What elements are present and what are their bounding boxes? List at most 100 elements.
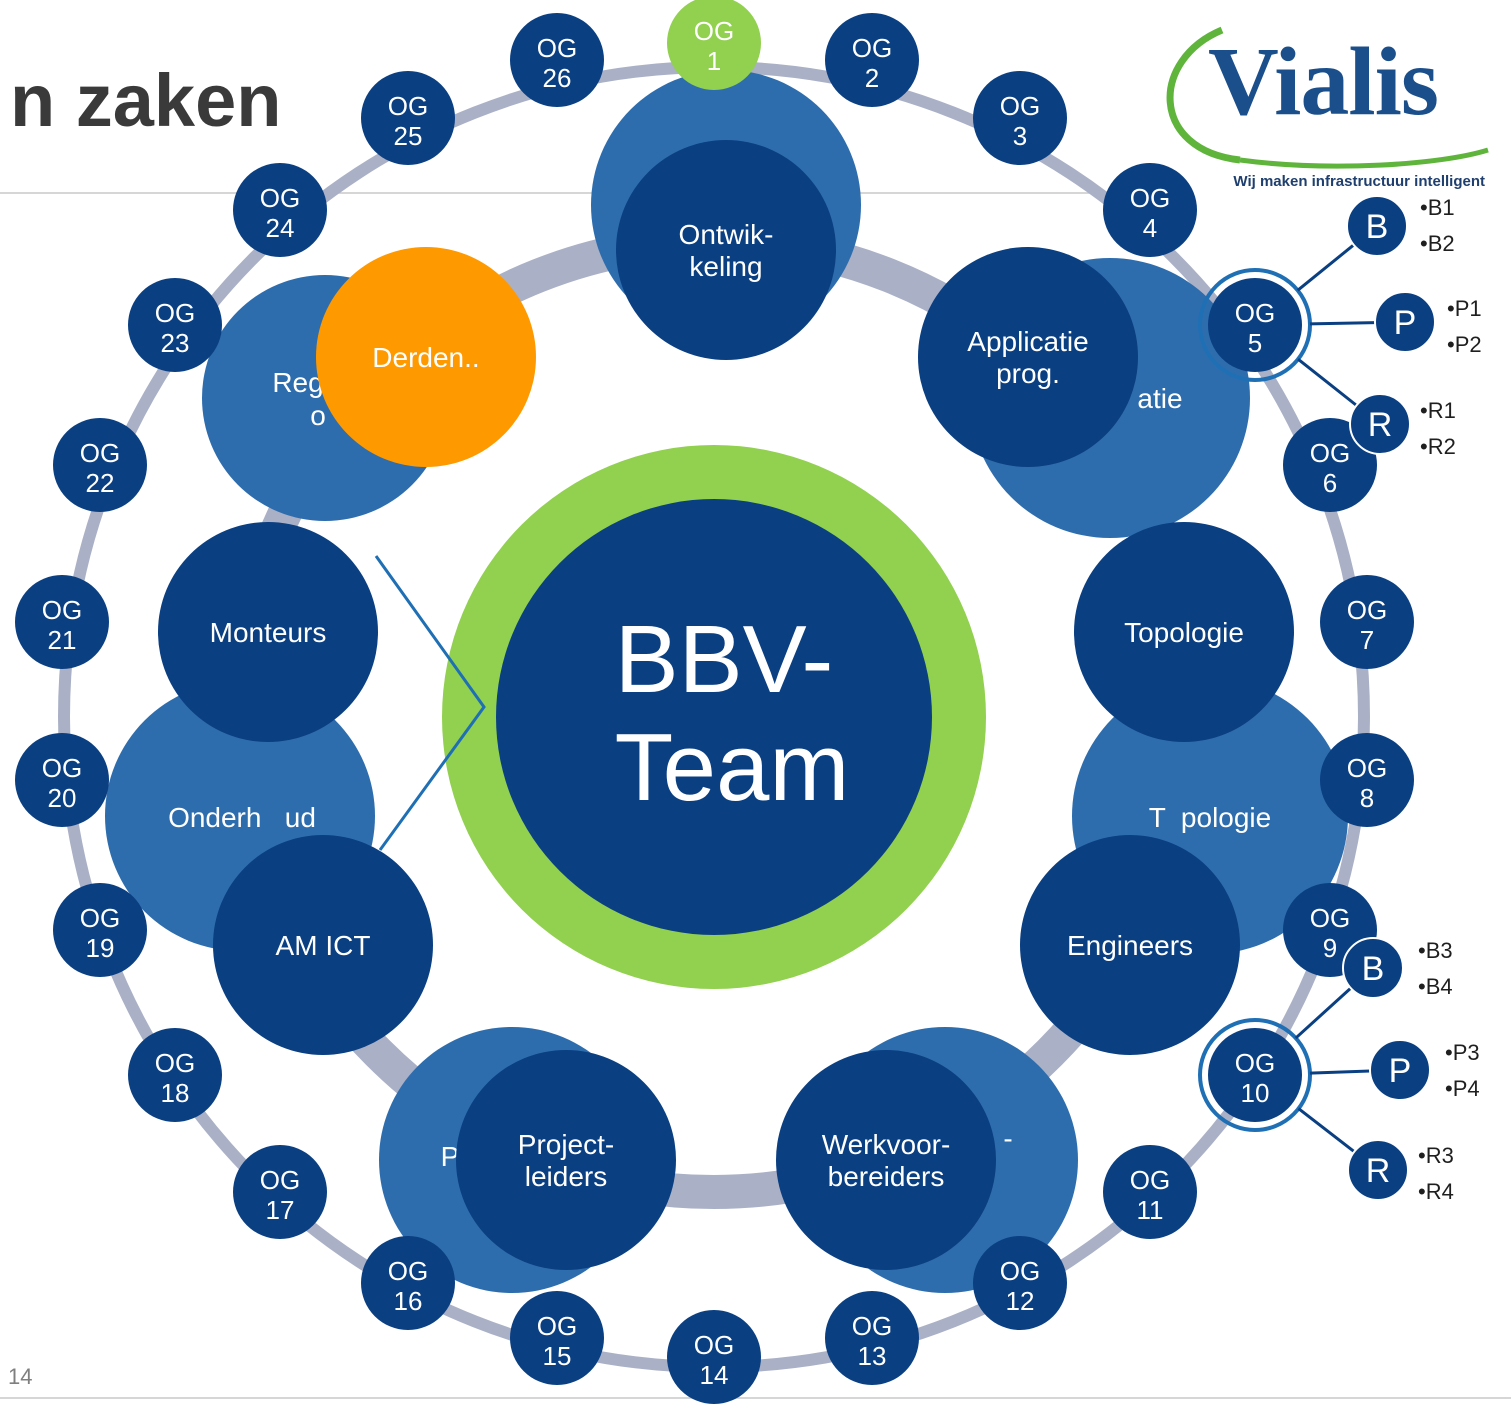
og-prefix: OG (1347, 595, 1387, 625)
team-projectleiders[interactable]: Project-leiders (456, 1050, 676, 1270)
og-number: 13 (858, 1341, 887, 1371)
og-circle (973, 71, 1067, 165)
og-prefix: OG (852, 33, 892, 63)
og-prefix: OG (42, 753, 82, 783)
og-number: 25 (394, 121, 423, 151)
team-label-werkvoorbereiders: bereiders (828, 1161, 945, 1192)
og-number: 7 (1360, 625, 1374, 655)
branch-connector (1297, 1107, 1356, 1153)
og-prefix: OG (260, 1165, 300, 1195)
og-node-7[interactable]: OG7 (1320, 575, 1414, 669)
team-am-ict[interactable]: AM ICT (213, 835, 433, 1055)
onderhoud-back-label: Onderh ud (168, 802, 316, 833)
og-circle (53, 418, 147, 512)
og-number: 20 (48, 783, 77, 813)
team-label-am-ict: AM ICT (276, 930, 371, 961)
og-circle (1320, 575, 1414, 669)
team-circle-applicatie (918, 247, 1138, 467)
branch-letter: P (1389, 1052, 1412, 1090)
branch-node-p[interactable]: P (1369, 1039, 1431, 1101)
og-node-1[interactable]: OG1 (667, 0, 761, 90)
og-node-8[interactable]: OG8 (1320, 733, 1414, 827)
og-node-2[interactable]: OG2 (825, 13, 919, 107)
og-circle (510, 13, 604, 107)
team-label-monteurs: Monteurs (210, 617, 327, 648)
topologie-back-label: T pologie (1149, 802, 1271, 833)
og-node-4[interactable]: OG4 (1103, 163, 1197, 257)
branch-bullet: •R4 (1418, 1179, 1454, 1204)
branch-node-r[interactable]: R (1349, 393, 1411, 455)
team-ontwikkeling[interactable]: Ontwik-keling (616, 140, 836, 360)
og-number: 4 (1143, 213, 1157, 243)
callout-outline (374, 555, 486, 851)
branch-letter: R (1366, 1152, 1391, 1190)
branch-node-r[interactable]: R (1347, 1139, 1409, 1201)
branch-bullet: •B1 (1420, 195, 1455, 220)
team-label-applicatie: Applicatie (967, 326, 1088, 357)
branch-node-b[interactable]: B (1342, 937, 1404, 999)
derden-circle[interactable] (316, 247, 536, 467)
og-node-5[interactable]: OG5 (1208, 278, 1302, 372)
branch-bullet: •P3 (1445, 1040, 1480, 1065)
og-number: 6 (1323, 468, 1337, 498)
branch-bullet: •R1 (1420, 398, 1456, 423)
logo-tagline: Wij maken infrastructuur intelligent (1233, 173, 1485, 190)
og-number: 15 (543, 1341, 572, 1371)
og-circle (1103, 163, 1197, 257)
projecten-back-label: P (441, 1141, 460, 1172)
og-number: 1 (707, 46, 721, 76)
team-label-projectleiders: Project- (518, 1129, 614, 1160)
center-label-line1: BBV- (615, 606, 834, 713)
center-circle (496, 499, 932, 935)
og-circle (1320, 733, 1414, 827)
og-prefix: OG (155, 298, 195, 328)
team-engineers[interactable]: Engineers (1020, 835, 1240, 1055)
og-circle (361, 1236, 455, 1330)
og-prefix: OG (388, 1256, 428, 1286)
branch-circle (1374, 291, 1436, 353)
branch-node-p[interactable]: P (1374, 291, 1436, 353)
branch-node-b[interactable]: B (1346, 195, 1408, 257)
team-label-engineers: Engineers (1067, 930, 1193, 961)
og-circle (1283, 418, 1377, 512)
og-node-6[interactable]: OG6 (1283, 418, 1377, 512)
branch-bullet: •R2 (1420, 434, 1456, 459)
og-number: 17 (266, 1195, 295, 1225)
team-circle-topologie (1074, 522, 1294, 742)
og-circle (233, 163, 327, 257)
og-circle (825, 13, 919, 107)
og-prefix: OG (852, 1311, 892, 1341)
og-node-3[interactable]: OG3 (973, 71, 1067, 165)
team-label-topologie: Topologie (1124, 617, 1244, 648)
team-werkvoorbereiders[interactable]: Werkvoor-bereiders (776, 1050, 996, 1270)
og-prefix: OG (1235, 1048, 1275, 1078)
team-monteurs[interactable]: Monteurs (158, 522, 378, 742)
branch-connector (1294, 987, 1352, 1040)
branch-circle (1369, 1039, 1431, 1101)
team-circle-engineers (1020, 835, 1240, 1055)
og-number: 11 (1137, 1195, 1164, 1225)
og-number: 23 (161, 328, 190, 358)
team-topologie[interactable]: Topologie (1074, 522, 1294, 742)
og-number: 8 (1360, 783, 1374, 813)
og-number: 22 (86, 468, 115, 498)
